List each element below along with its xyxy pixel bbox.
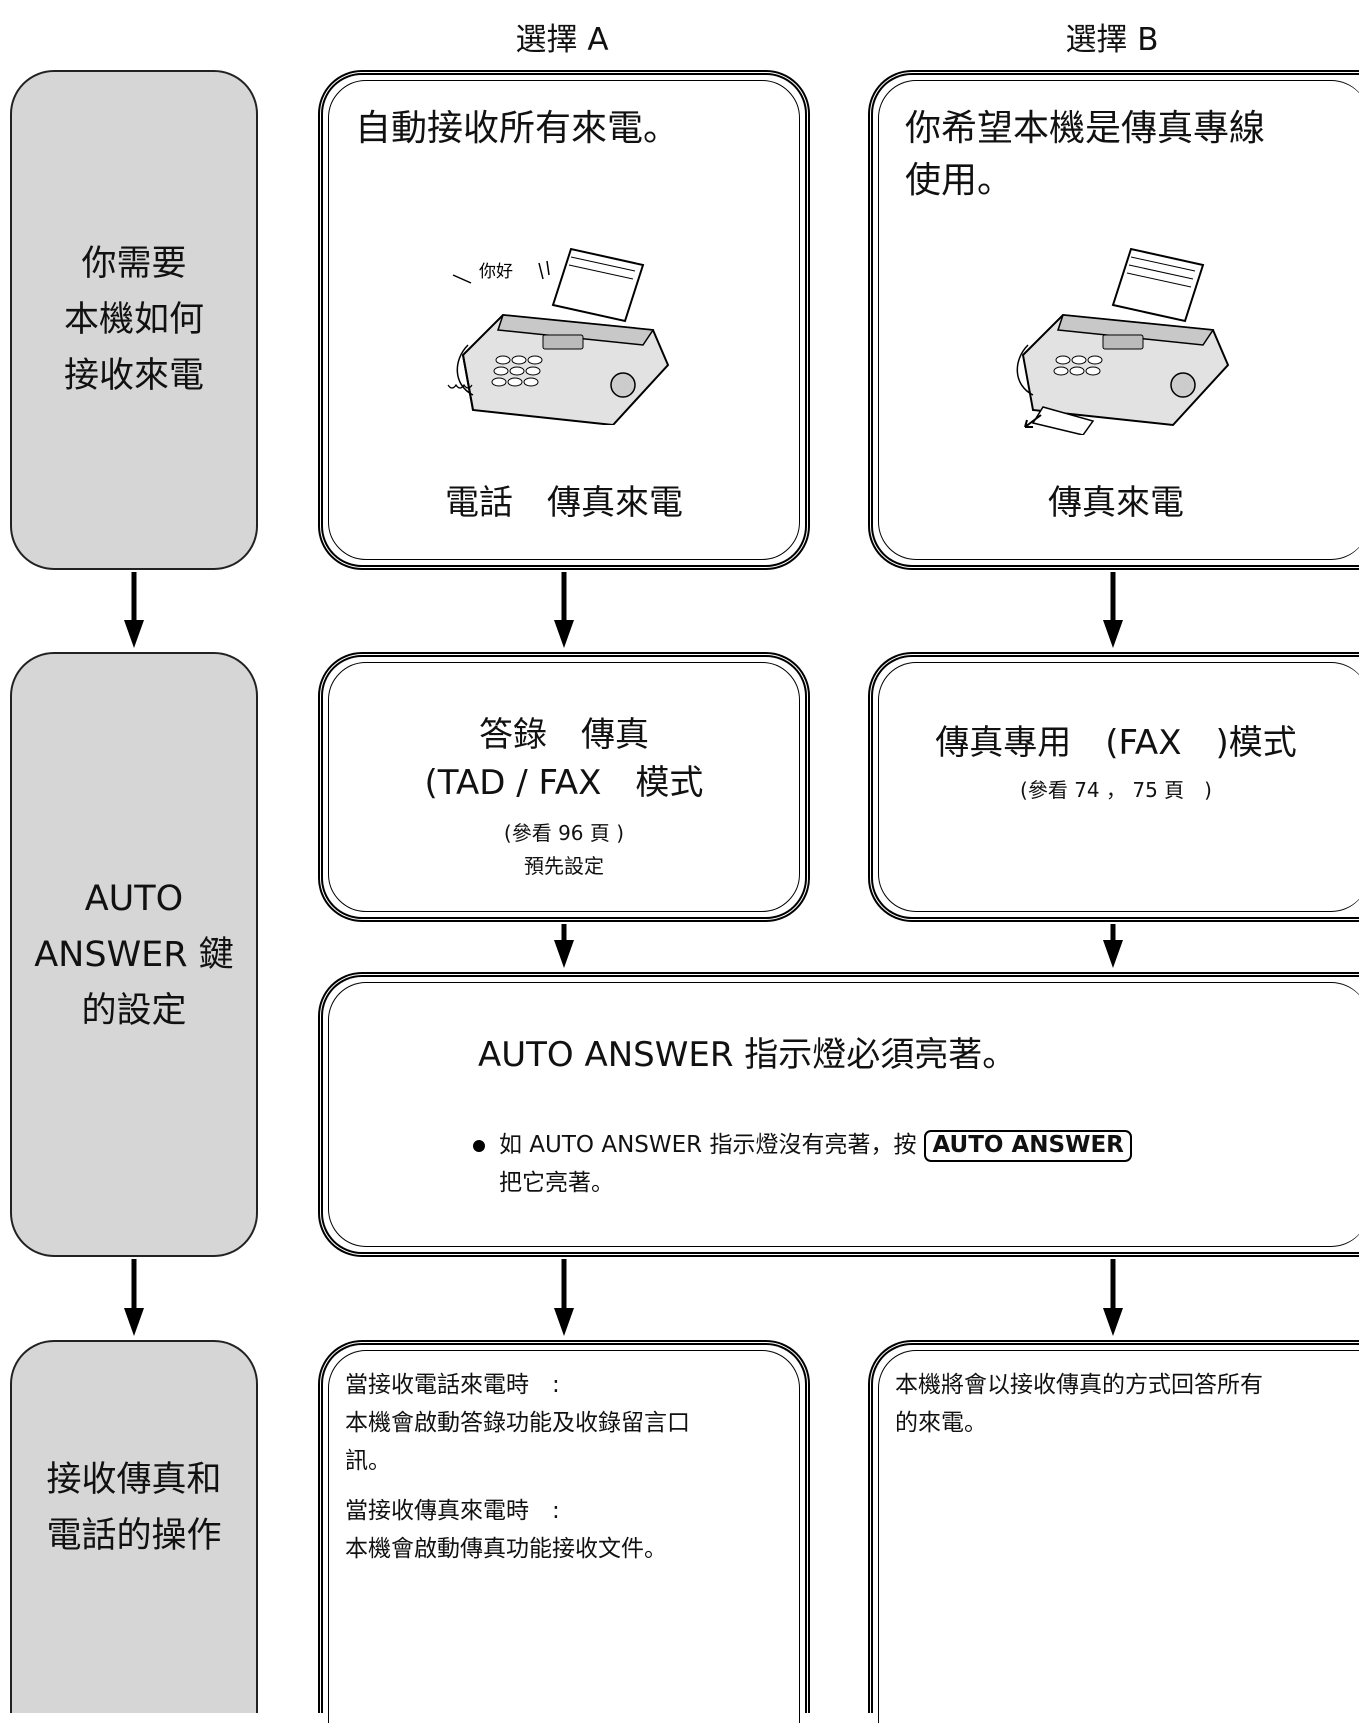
- option-b-title-line: 你希望本機是傳真專線: [905, 108, 1266, 149]
- side-label-line: 接收傳真和: [46, 1459, 222, 1500]
- fax-machine-printing-icon: [1016, 247, 1230, 435]
- option-b-mode-box: 傳真專用 (FAX )模式 (參看 74 ， 75 頁 ): [868, 652, 1359, 922]
- mode-b-page-reference: (參看 74 ， 75 頁 ): [1020, 778, 1212, 802]
- side-label-receive-mode: 你需要 本機如何 接收來電: [10, 70, 258, 570]
- column-header-a: 選擇 A: [515, 22, 609, 58]
- option-a-caption: 電話 傳真來電: [445, 483, 683, 523]
- arrow-down-icon: [554, 940, 574, 968]
- mode-a-line: (TAD / FAX 模式: [424, 762, 704, 803]
- side-label-line: AUTO: [84, 878, 184, 919]
- bullet-icon: [473, 1139, 485, 1152]
- arrow-down-icon: [1103, 620, 1123, 648]
- mode-a-line: 答錄 傳真: [479, 715, 649, 755]
- phone-call-description: 訊。: [345, 1447, 391, 1474]
- auto-answer-key-label: AUTO ANSWER: [924, 1130, 1132, 1162]
- option-a-receive-box: 自動接收所有來電。 你好 電話 傳真來電: [318, 70, 810, 570]
- option-b-title-line: 使用。: [905, 160, 1014, 202]
- arrow-down-icon: [1103, 940, 1123, 968]
- mode-b-line: 傳真專用 (FAX )模式: [935, 723, 1297, 763]
- phone-call-description: 本機會啟動答錄功能及收錄留言口: [345, 1409, 690, 1436]
- side-label-line: 接收來電: [63, 356, 204, 396]
- auto-answer-title: AUTO ANSWER 指示燈必須亮著。: [478, 1035, 1017, 1075]
- side-label-line: ANSWER 鍵: [34, 934, 234, 975]
- fax-call-heading: 當接收傳真來電時 :: [345, 1497, 560, 1524]
- fax-only-description: 的來電。: [895, 1409, 987, 1436]
- arrow-down-icon: [554, 620, 574, 648]
- side-label-auto-answer-setting: AUTO ANSWER 鍵 的設定: [10, 652, 258, 1257]
- option-a-operation-box: 當接收電話來電時 : 本機會啟動答錄功能及收錄留言口 訊。 當接收傳真來電時 :…: [318, 1340, 810, 1723]
- greeting-bubble-text: 你好: [479, 262, 513, 282]
- arrow-down-icon: [124, 1308, 144, 1336]
- option-a-title: 自動接收所有來電。: [355, 108, 680, 149]
- side-label-line: 本機如何: [63, 300, 204, 340]
- arrow-down-icon: [1103, 1308, 1123, 1336]
- side-label-line: 你需要: [81, 244, 187, 284]
- auto-answer-instruction-box: AUTO ANSWER 指示燈必須亮著。 如 AUTO ANSWER 指示燈沒有…: [318, 972, 1359, 1257]
- phone-call-heading: 當接收電話來電時 :: [345, 1372, 560, 1398]
- option-b-receive-box: 你希望本機是傳真專線 使用。 傳真來電: [868, 70, 1359, 570]
- arrow-down-icon: [124, 620, 144, 648]
- option-b-operation-box: 本機將會以接收傳真的方式回答所有 的來電。: [868, 1340, 1359, 1723]
- mode-a-default-note: 預先設定: [524, 854, 604, 879]
- option-a-mode-box: 答錄 傳真 (TAD / FAX 模式 (參看 96 頁 ) 預先設定: [318, 652, 810, 922]
- mode-a-page-reference: (參看 96 頁 ): [503, 821, 625, 846]
- side-label-line: 的設定: [81, 990, 187, 1031]
- option-b-caption: 傳真來電: [1048, 483, 1184, 523]
- column-header-b: 選擇 B: [1065, 22, 1159, 58]
- fax-machine-ringing-icon: 你好: [447, 247, 670, 425]
- fax-only-description: 本機將會以接收傳真的方式回答所有: [895, 1372, 1263, 1398]
- side-label-operation: 接收傳真和 電話的操作: [10, 1340, 258, 1713]
- auto-answer-bullet-continuation: 把它亮著。: [499, 1169, 614, 1196]
- fax-call-description: 本機會啟動傳真功能接收文件。: [345, 1535, 667, 1562]
- auto-answer-bullet-text: 如 AUTO ANSWER 指示燈沒有亮著，按: [499, 1132, 917, 1158]
- side-label-line: 電話的操作: [46, 1515, 222, 1556]
- arrow-down-icon: [554, 1308, 574, 1336]
